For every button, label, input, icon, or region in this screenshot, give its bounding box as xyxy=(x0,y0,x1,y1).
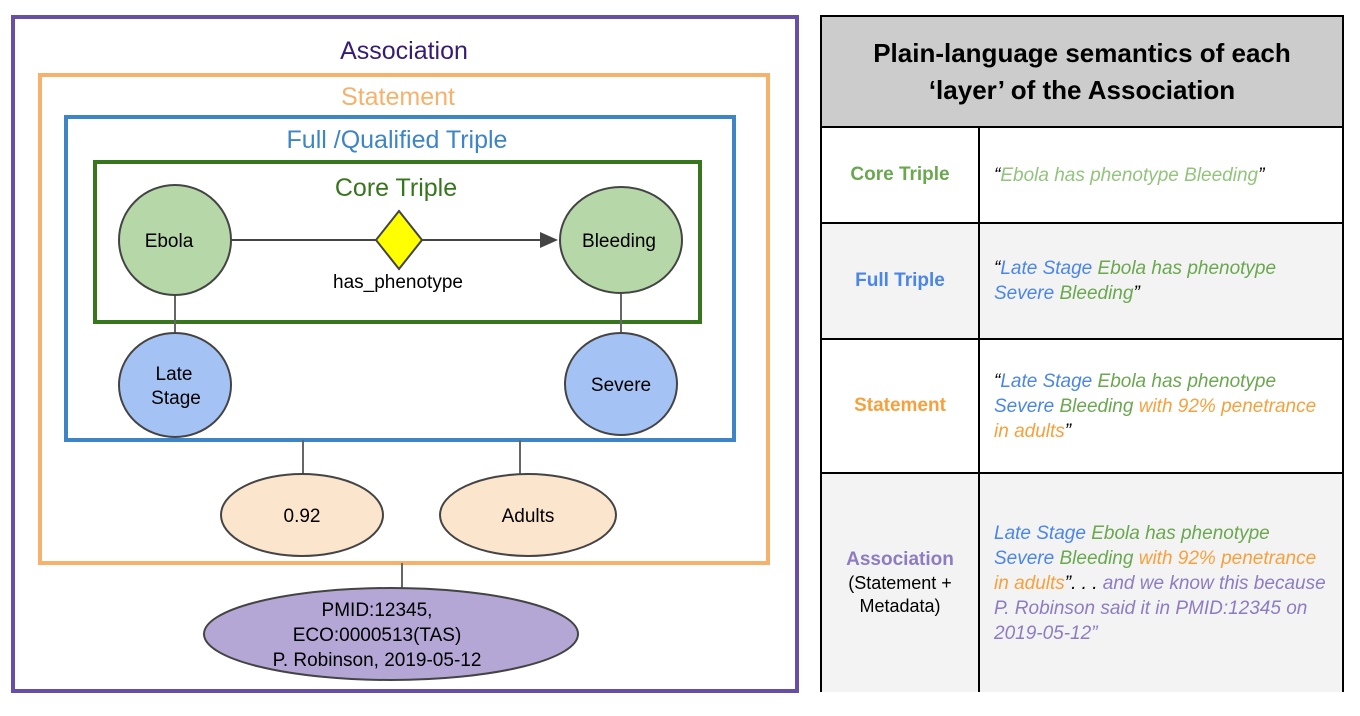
close-quote: ” xyxy=(1064,420,1072,442)
metadata-line3: P. Robinson, 2019-05-12 xyxy=(273,650,482,671)
row-text-full-triple: “Late Stage Ebola has phenotype Severe B… xyxy=(994,224,1330,338)
subject-predicate-text: Ebola has phenotype xyxy=(1097,370,1277,392)
population-label: Adults xyxy=(502,506,555,527)
metadata-line1: PMID:12345, xyxy=(322,600,433,621)
row-text-statement: “Late Stage Ebola has phenotype Severe B… xyxy=(994,340,1330,472)
statement-box xyxy=(38,73,770,565)
table-row-association: Association (Statement + Metadata) Late … xyxy=(822,474,1342,692)
subject-qualifier-text: Late Stage xyxy=(1000,370,1098,392)
metadata-node xyxy=(203,587,579,681)
population-node xyxy=(439,473,617,557)
table-header-line2: ‘layer’ of the Association xyxy=(928,74,1236,105)
core-triple-title: Core Triple xyxy=(335,174,457,202)
row-text-association: Late Stage Ebola has phenotype Severe Bl… xyxy=(994,474,1330,692)
core-triple-text: Ebola has phenotype Bleeding xyxy=(1000,164,1259,186)
row-label-cell: Statement xyxy=(822,340,980,472)
ellipsis-text: ”. . . xyxy=(1064,572,1103,594)
subject-node xyxy=(118,184,232,296)
predicate-label: has_phenotype xyxy=(333,272,463,293)
association-diagram: Association Statement Full /Qualified Tr… xyxy=(11,15,799,693)
subject-qualifier-line2: Stage xyxy=(151,388,201,409)
open-quote: “ xyxy=(994,370,1001,392)
metadata-line2: ECO:0000513(TAS) xyxy=(293,625,462,646)
predicate-diamond xyxy=(374,209,424,271)
statement-qualifier-text: with 92% penetrance in adults xyxy=(994,547,1317,594)
core-triple-box xyxy=(93,160,702,324)
row-label-cell: Association (Statement + Metadata) xyxy=(822,474,980,692)
object-node xyxy=(559,186,683,294)
object-qualifier-text: Severe xyxy=(994,395,1060,417)
table-row-full-triple: Full Triple “Late Stage Ebola has phenot… xyxy=(822,224,1342,340)
statement-qualifier-text: with 92% penetrance in adults xyxy=(994,395,1317,442)
table-header-line1: Plain-language semantics of each xyxy=(873,37,1291,68)
object-text: Bleeding xyxy=(1059,547,1134,569)
subject-qualifier-text: Late Stage xyxy=(1000,258,1098,279)
semantics-table: Plain-language semantics of each ‘layer’… xyxy=(820,15,1344,692)
object-text: Bleeding xyxy=(1059,395,1134,417)
row-text-core-triple: “Ebola has phenotype Bleeding” xyxy=(994,128,1330,222)
row-label-association: Association xyxy=(846,549,954,570)
subject-predicate-text: Ebola has phenotype xyxy=(1091,522,1270,544)
object-qualifier-node xyxy=(564,332,678,436)
association-title: Association xyxy=(340,37,468,65)
subject-qualifier-text: Late Stage xyxy=(994,522,1092,544)
statement-title: Statement xyxy=(341,83,455,111)
object-qualifier-text: Severe xyxy=(994,547,1060,569)
subject-qualifier-node xyxy=(118,332,232,438)
table-header: Plain-language semantics of each ‘layer’… xyxy=(822,17,1342,128)
subject-qualifier-line1: Late xyxy=(156,364,193,385)
row-label-full-triple: Full Triple xyxy=(855,270,945,291)
close-quote: ” xyxy=(1258,164,1265,186)
metadata-text: and we know this because P. Robinson sai… xyxy=(994,572,1326,644)
object-qualifier-text: Severe xyxy=(994,283,1060,304)
table-row-core-triple: Core Triple “Ebola has phenotype Bleedin… xyxy=(822,128,1342,224)
object-qualifier-label: Severe xyxy=(591,375,651,396)
object-label: Bleeding xyxy=(582,231,656,252)
full-triple-title: Full /Qualified Triple xyxy=(287,126,508,154)
row-label-cell: Core Triple xyxy=(822,128,980,222)
close-quote: ” xyxy=(1133,283,1140,304)
open-quote: “ xyxy=(994,164,1001,186)
subject-predicate-text: Ebola has phenotype xyxy=(1097,258,1277,279)
association-box xyxy=(11,15,799,693)
row-label-cell: Full Triple xyxy=(822,224,980,338)
row-label-statement: Statement xyxy=(854,395,946,416)
subject-label: Ebola xyxy=(145,231,194,252)
row-sublabel-association: (Statement + Metadata) xyxy=(848,573,952,616)
value-label: 0.92 xyxy=(284,506,321,527)
table-row-statement: Statement “Late Stage Ebola has phenotyp… xyxy=(822,340,1342,474)
full-triple-box xyxy=(64,115,736,442)
row-label-core-triple: Core Triple xyxy=(850,164,950,185)
arrowhead-icon xyxy=(540,232,558,248)
open-quote: “ xyxy=(994,258,1001,279)
object-text: Bleeding xyxy=(1059,283,1134,304)
value-node xyxy=(220,473,384,557)
